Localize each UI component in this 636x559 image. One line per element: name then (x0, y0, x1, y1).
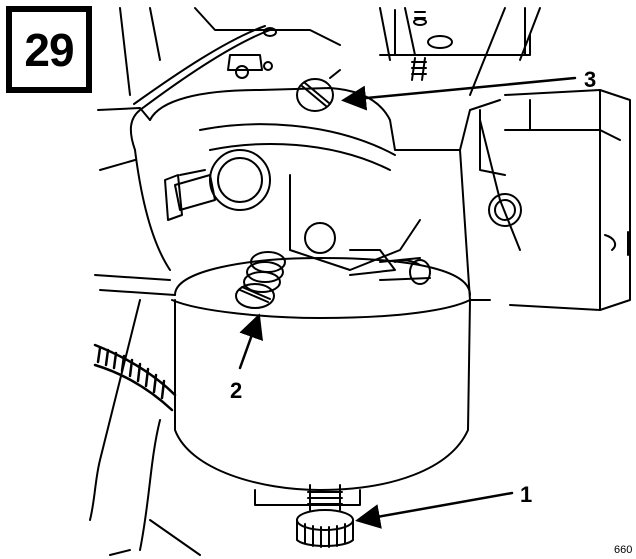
figure-number: 29 (24, 23, 74, 76)
screw-1 (296, 484, 354, 548)
throttle-linkage (129, 25, 277, 271)
left-frame (89, 107, 176, 551)
fuel-bowl (171, 257, 471, 506)
screw-2 (235, 251, 286, 309)
lower-frame (109, 519, 201, 556)
leader-arrows (238, 76, 577, 529)
callout-label-1: 1 (520, 482, 533, 507)
reference-code: 660 (614, 544, 633, 556)
callout-label-2: 2 (230, 378, 243, 403)
fuel-line (93, 343, 177, 412)
upper-frame (119, 7, 541, 96)
callout-label-3: 3 (584, 67, 597, 92)
arrow-1 (355, 491, 514, 529)
carburetor-body (149, 87, 521, 301)
screw-3 (296, 69, 341, 112)
figure-number-box: 29 (6, 6, 92, 93)
arrow-3 (341, 76, 577, 111)
right-bracket (479, 89, 631, 311)
arrow-2 (238, 313, 263, 370)
